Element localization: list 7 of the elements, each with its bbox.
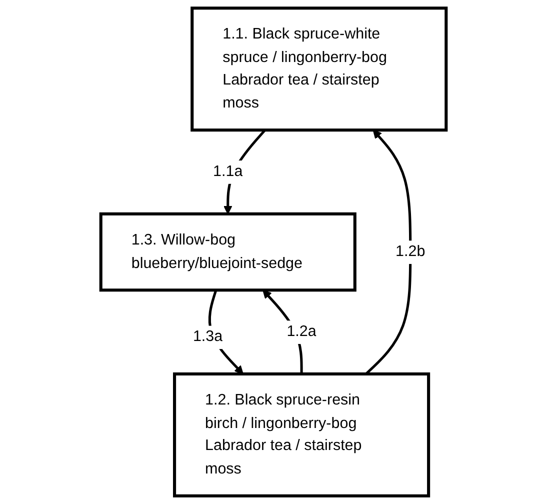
edge-label: 1.1a (213, 162, 243, 180)
edge-label: 1.2b (396, 242, 426, 260)
node-box: 1.2. Black spruce-resin birch / lingonberry-bog Labrador tea / stairstep moss (173, 372, 430, 498)
edge-label: 1.2a (286, 322, 316, 340)
node-box: 1.1. Black spruce-white spruce / lingonberry-bog Labrador tea / stairstep moss (190, 6, 448, 132)
edge-label: 1.3a (192, 328, 223, 346)
node-box: 1.3. Willow-bog blueberry/bluejoint-sedge (99, 212, 356, 292)
